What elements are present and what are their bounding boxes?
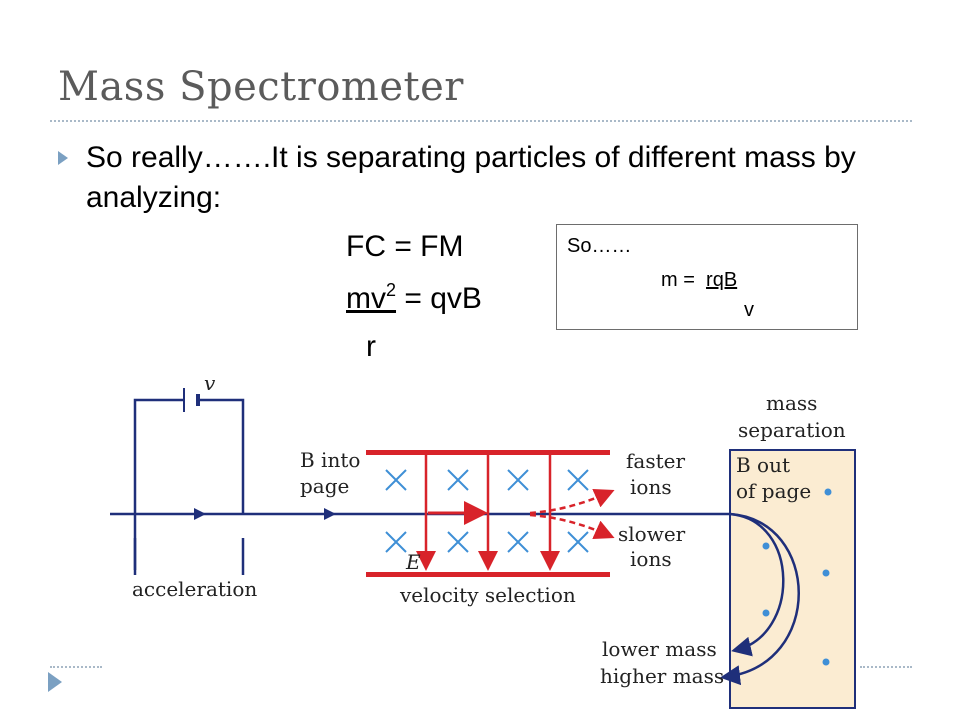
footer-divider-right — [860, 666, 912, 668]
velocity-selection-label: velocity selection — [399, 583, 576, 607]
beam-arrow-icon — [194, 508, 206, 520]
slower-label-1: slower — [618, 522, 686, 546]
so-box-numerator: rqB — [706, 269, 738, 291]
eq-rhs: = qvB — [396, 282, 482, 315]
mass-spectrometer-diagram: v acceleration B into page E velocity se… — [110, 371, 856, 709]
so-box-line3: v — [744, 299, 754, 321]
mass-arcs — [720, 512, 800, 686]
deflected-paths — [529, 489, 615, 539]
lower-mass-label: lower mass — [602, 637, 717, 661]
faster-label-1: faster — [626, 449, 685, 473]
acceleration-circuit — [133, 388, 245, 575]
b-into-label-2: page — [300, 474, 349, 498]
acceleration-label: acceleration — [132, 577, 257, 601]
faster-label-2: ions — [630, 475, 672, 499]
chamber-dots — [762, 488, 832, 666]
footer-divider-left — [50, 666, 102, 668]
b-into-label-1: B into — [300, 448, 360, 472]
equation-denominator: r — [366, 330, 376, 363]
title-divider — [50, 120, 912, 122]
voltage-label: v — [204, 371, 216, 395]
beam-arrow-2-icon — [324, 508, 336, 520]
higher-mass-label: higher mass — [600, 664, 724, 688]
top-plate — [366, 450, 610, 455]
footer-arrow-icon — [48, 672, 62, 692]
so-box-prefix: m = — [661, 269, 695, 291]
e-label: E — [405, 550, 421, 574]
e-field-arrows — [416, 455, 560, 571]
slower-label-2: ions — [630, 547, 672, 571]
b-field-crosses — [385, 469, 589, 553]
equation-forces: FC = FM — [346, 230, 464, 263]
so-box-line2: m = rqB — [661, 269, 737, 292]
so-formula-box: So…… m = rqB v — [556, 224, 858, 330]
bullet-arrow-icon — [58, 151, 68, 165]
mass-chamber — [729, 449, 856, 709]
bottom-plate — [366, 572, 610, 577]
b-out-label-2: of page — [736, 479, 811, 503]
eq-exponent: 2 — [386, 280, 397, 300]
eq-numerator: mv — [346, 282, 386, 315]
equation-centripetal: mv2 = qvB — [346, 280, 482, 316]
b-out-label-1: B out — [736, 453, 790, 477]
mass-separation-label-1: mass — [766, 391, 817, 415]
bullet-text: So really…….It is separating particles o… — [86, 141, 856, 214]
slide-title: Mass Spectrometer — [58, 64, 464, 110]
so-box-line1: So…… — [567, 235, 632, 257]
mass-separation-label-2: separation — [738, 418, 846, 442]
